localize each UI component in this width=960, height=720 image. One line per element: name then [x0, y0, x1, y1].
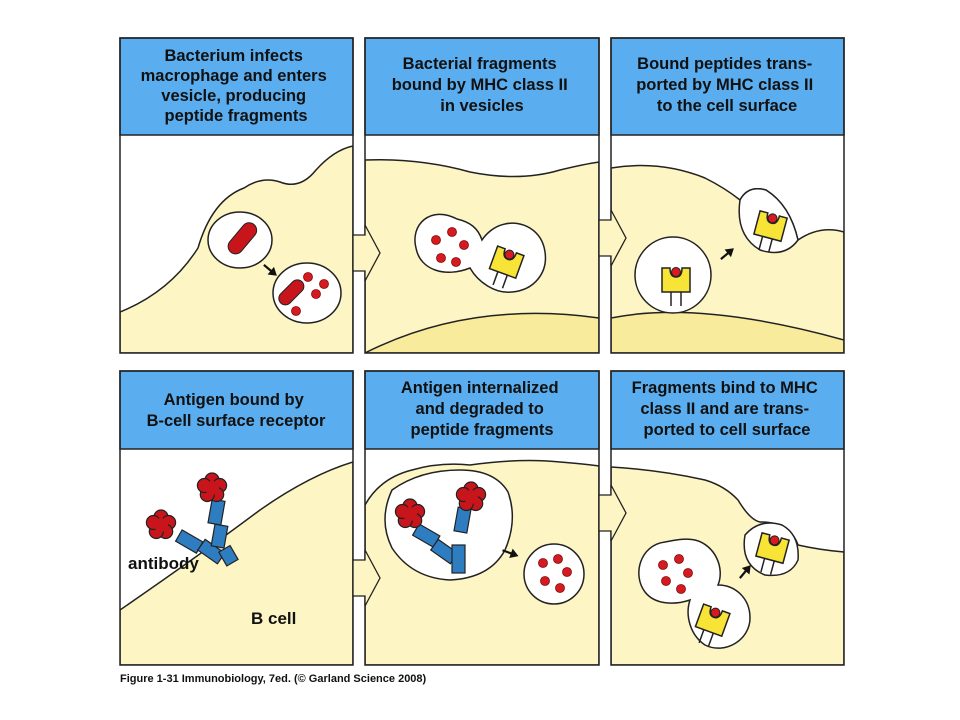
panel-2-header	[364, 37, 600, 136]
panel-1: Bacterium infects macrophage and enters …	[119, 37, 354, 354]
nucleus	[365, 312, 599, 353]
peptide-dot	[436, 253, 446, 263]
peptide-dot	[683, 568, 693, 578]
panel-3-title: Bound peptides trans- ported by MHC clas…	[636, 55, 818, 115]
b-cell-cytoplasm	[120, 461, 353, 665]
peptide-dot	[431, 235, 441, 245]
panel-2: Bacterial fragments bound by MHC class I…	[364, 37, 600, 354]
panel-4-header	[119, 370, 354, 450]
peptide-dot	[538, 558, 548, 568]
peptide-dot	[658, 560, 668, 570]
peptide-dot	[562, 567, 572, 577]
panel-3: Bound peptides trans- ported by MHC clas…	[610, 37, 845, 354]
panel-2-title: Bacterial fragments bound by MHC class I…	[392, 55, 573, 115]
panel-5-title: Antigen internalized and degraded to pep…	[401, 379, 563, 439]
panel-4-title: Antigen bound by B-cell surface receptor	[147, 391, 326, 430]
peptide-dot	[555, 583, 565, 593]
panel-1-header	[119, 37, 354, 136]
step-arrow-icon	[352, 224, 381, 282]
panel-4: antibody B cell Antigen bound by B-cell …	[119, 370, 354, 666]
b-cell-label: B cell	[251, 609, 296, 628]
step-arrow-icon	[598, 484, 627, 542]
panel-3-header	[610, 37, 845, 136]
step-arrow-icon	[352, 549, 381, 607]
internalized-antibody	[411, 506, 472, 574]
peptide-dot	[451, 257, 461, 267]
step-connectors	[352, 209, 627, 607]
panel-6-title: Fragments bind to MHC class II and are t…	[632, 379, 823, 439]
panel-6: Fragments bind to MHC class II and are t…	[610, 370, 845, 666]
peptide-dot	[319, 279, 329, 289]
peptide-dot	[459, 240, 469, 250]
peptide-dot	[311, 289, 321, 299]
peptide-dot	[291, 306, 301, 316]
peptide-dot	[303, 272, 313, 282]
antibody-receptor	[174, 498, 239, 567]
degraded-bacterium	[278, 279, 305, 306]
peptide-dot	[676, 584, 686, 594]
panel-1-title: Bacterium infects macrophage and enters …	[141, 47, 332, 125]
figure-caption: Figure 1-31 Immunobiology, 7ed. (© Garla…	[120, 673, 427, 685]
peptide-dot	[540, 576, 550, 586]
b-cell-cytoplasm	[611, 466, 844, 665]
peptide-dot	[674, 554, 684, 564]
step-arrow-icon	[598, 209, 627, 267]
bacterium	[227, 222, 258, 255]
antibody-label: antibody	[128, 554, 199, 573]
phagosome-vesicle	[272, 262, 342, 324]
peptide-dot	[661, 576, 671, 586]
panel-5: Antigen internalized and degraded to pep…	[364, 370, 600, 666]
degradation-vesicle	[523, 543, 585, 605]
peptide-dot	[447, 227, 457, 237]
peptide-dot	[553, 554, 563, 564]
